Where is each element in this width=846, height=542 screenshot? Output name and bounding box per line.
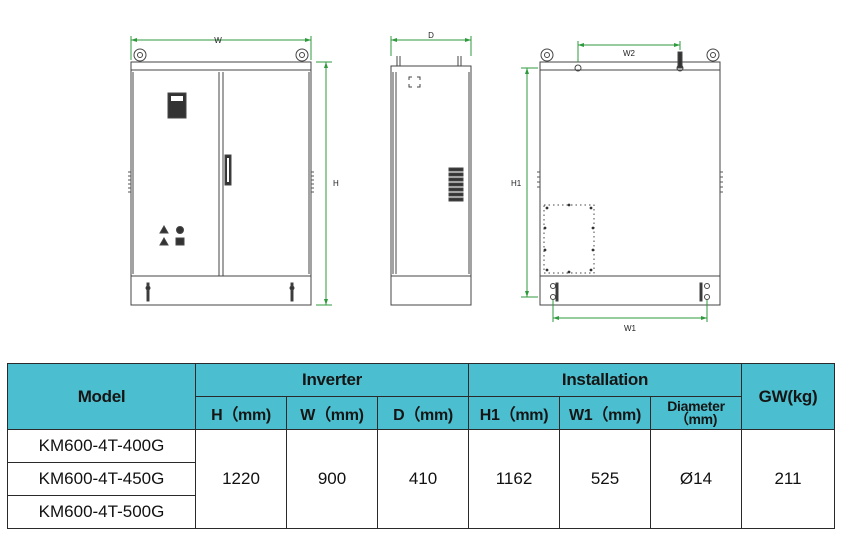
header-d: D（mm) (377, 396, 469, 430)
model-cell: KM600-4T-500G (7, 495, 196, 529)
rear-view (537, 48, 723, 306)
label-w: W (214, 36, 222, 45)
model-cell: KM600-4T-450G (7, 462, 196, 496)
header-installation: Installation (468, 363, 742, 397)
table-row: KM600-4T-400G 1220 900 410 1162 525 Ø14 … (7, 429, 835, 529)
value-h: 1220 (195, 429, 287, 529)
value-d: 410 (377, 429, 469, 529)
label-w2: W2 (623, 49, 636, 58)
dimension-drawings: W H D W2 H1 W1 (128, 31, 723, 333)
front-view (128, 48, 314, 306)
header-h1: H1（mm) (468, 396, 560, 430)
header-model: Model (7, 363, 196, 430)
dimension-lines (130, 36, 708, 322)
spec-table: Model Inverter Installation GW(kg) H（mm)… (7, 363, 835, 529)
header-diameter-line1: Diameter (667, 398, 725, 414)
header-h: H（mm) (195, 396, 287, 430)
header-inverter: Inverter (195, 363, 469, 397)
label-w1: W1 (624, 324, 637, 333)
table-row: KM600-4T-500G (7, 495, 835, 529)
value-h1: 1162 (468, 429, 560, 529)
header-gw: GW(kg) (741, 363, 835, 430)
value-w1: 525 (559, 429, 651, 529)
header-diameter-line2: （mm) (674, 411, 718, 427)
header-w: W（mm) (286, 396, 378, 430)
model-cell: KM600-4T-400G (7, 429, 196, 463)
value-w: 900 (286, 429, 378, 529)
header-diameter: Diameter （mm) (650, 396, 742, 430)
value-diameter: Ø14 (650, 429, 742, 529)
label-d: D (428, 31, 434, 40)
value-gw: 211 (741, 429, 835, 529)
label-h: H (333, 179, 339, 188)
side-view (390, 56, 472, 306)
label-h1: H1 (511, 179, 522, 188)
header-w1: W1（mm) (559, 396, 651, 430)
